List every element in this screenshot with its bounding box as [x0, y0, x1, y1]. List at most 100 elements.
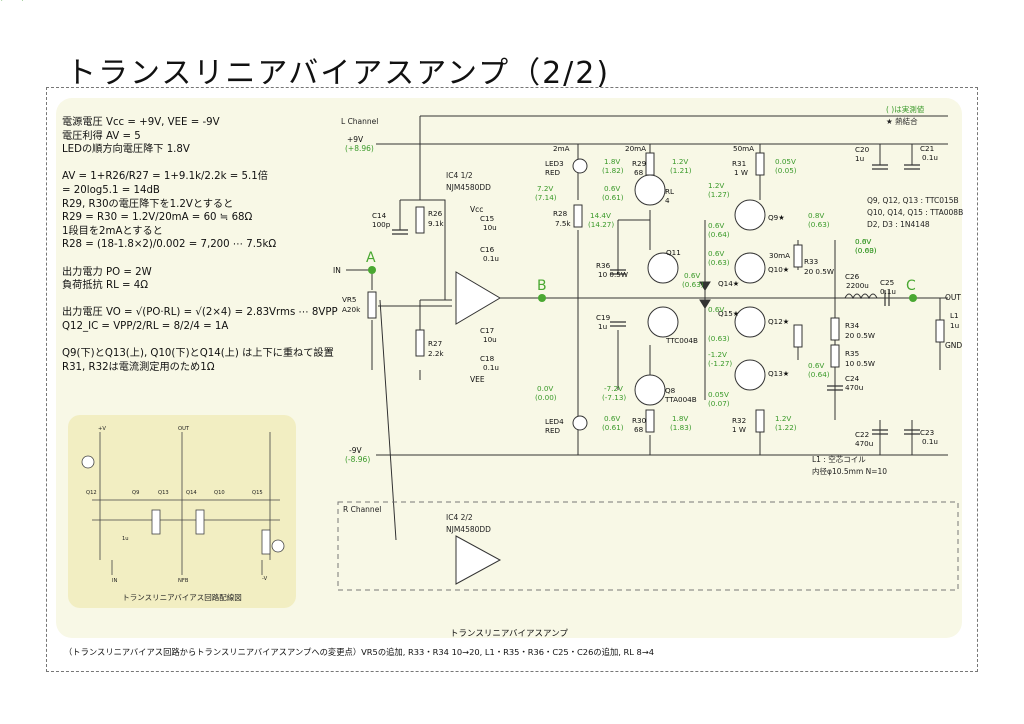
component-label: 100p — [372, 220, 391, 229]
r-channel-label: R Channel — [343, 505, 382, 514]
node-c-label: C — [906, 278, 916, 294]
resistor-r33 — [793, 244, 803, 268]
node-labels: A B C — [366, 250, 916, 294]
voltage-labels: 1.8V(1.82)1.2V(1.21)0.05V(0.05)7.2V(7.14… — [0, 0, 877, 432]
component-label: LED4 — [545, 417, 564, 426]
inset-label: Q9 — [132, 490, 139, 496]
component-label: Q14★ — [718, 279, 739, 288]
voltage-label: (0.63) — [808, 220, 830, 229]
note-line: 出力電力 PO = 2W — [62, 266, 152, 278]
inset-label: OUT — [178, 426, 190, 432]
cap-c23 — [872, 429, 888, 435]
voltage-label: 0.8V — [808, 211, 824, 220]
component-label: 20 0.5W — [845, 331, 875, 340]
cap-c20 — [610, 321, 626, 327]
component-label: 0.1u — [922, 437, 938, 446]
voltage-label: 7.2V — [537, 184, 553, 193]
component-label: R33 — [804, 257, 818, 266]
transistor-q11 — [634, 374, 666, 406]
component-label: R35 — [845, 349, 859, 358]
cap-c26 — [884, 290, 890, 306]
part-line: Q10, Q14, Q15 : TTA008B — [867, 208, 964, 217]
inset-label: -V — [262, 576, 268, 582]
component-label: RED — [545, 426, 561, 435]
transistor-q13 — [734, 252, 766, 284]
svg-text:Vcc: Vcc — [470, 205, 483, 214]
resistor-rl — [935, 319, 945, 343]
coil-line: L1 : 空芯コイル — [812, 455, 866, 464]
voltage-label: 0.05V — [708, 390, 729, 399]
voltage-label: (-1.27) — [708, 359, 732, 368]
inset-label: NFB — [178, 578, 189, 584]
component-label: 0.1u — [880, 287, 896, 296]
diodes — [699, 281, 711, 309]
node-b-label: B — [537, 278, 547, 294]
node-markers — [368, 266, 917, 302]
inset-label: IN — [112, 578, 118, 584]
legend-measured: ( )は実測値 — [886, 105, 925, 114]
parts-list: Q9, Q12, Q13 : TTC015B Q10, Q14, Q15 : TT… — [867, 195, 963, 231]
component-label: 50mA — [733, 144, 754, 153]
component-label: R30 — [632, 416, 647, 425]
led4 — [572, 415, 588, 431]
component-label: A20k — [342, 305, 361, 314]
note-line: 電源電圧 Vcc = +9V, VEE = -9V — [62, 117, 220, 128]
note-line: = 20log5.1 = 14dB — [62, 184, 160, 196]
component-labels: C14100pR269.1kR272.2kVR5A20kC1510uC160.1… — [0, 0, 959, 448]
rail-labels: +9V (+8.96) -9V (-8.96) IN OUT GND Vcc V… — [333, 135, 962, 464]
note-line: R31, R32は電流測定用のため1Ω — [62, 361, 215, 373]
inset-label: Q14 — [186, 490, 197, 496]
component-label: C18 — [480, 354, 495, 363]
svg-text:(-8.96): (-8.96) — [345, 455, 370, 464]
voltage-label: (0.64) — [808, 370, 830, 379]
component-label: 20 0.5W — [804, 267, 834, 276]
voltage-label: (0.63) — [708, 258, 730, 267]
part-line: Q9, Q12, Q13 : TTC015B — [867, 196, 959, 205]
component-label: 7.5k — [555, 219, 571, 228]
inset-label: Q13 — [158, 490, 169, 496]
inset-label: Q12 — [86, 490, 97, 496]
note-line: LEDの順方向電圧降下 1.8V — [62, 144, 190, 156]
voltage-label: (14.27) — [588, 220, 614, 229]
component-label: VR5 — [342, 295, 356, 304]
component-label: C19 — [596, 313, 611, 322]
component-label: 10u — [483, 335, 497, 344]
voltage-label: (0.64) — [708, 230, 730, 239]
inset-label: 1u — [122, 536, 129, 542]
component-label: C16 — [480, 245, 495, 254]
component-label: Q9★ — [768, 213, 785, 222]
cap-c19 — [610, 269, 626, 275]
voltage-label: (0.00) — [535, 393, 557, 402]
vr5 — [367, 291, 377, 319]
inductor-l1 — [844, 293, 878, 300]
node-b-dot — [538, 294, 546, 302]
part-line: D2, D3 : 1N4148 — [867, 220, 930, 229]
dashed-frame — [46, 87, 978, 672]
voltage-label: (0.63) — [682, 280, 704, 289]
component-label: 2.2k — [428, 349, 444, 358]
component-label: C14 — [372, 211, 387, 220]
transistor-q10 — [647, 306, 679, 338]
voltage-label: 1.2V — [708, 181, 724, 190]
cap-c22 — [904, 164, 920, 170]
component-label: 1u — [855, 154, 864, 163]
transistors — [572, 158, 766, 431]
node-c-dot — [909, 294, 917, 302]
note-line: 出力電圧 VO = √(PO·RL) = √(2×4) = 2.83Vrms ⋯… — [62, 307, 338, 319]
component-label: 0.1u — [922, 153, 938, 162]
component-label: TTC004B — [665, 336, 698, 345]
component-label: 0.1u — [483, 363, 499, 372]
note-line: Q12_IC = VPP/2/RL = 8/2/4 = 1A — [62, 320, 229, 332]
component-label: 470u — [855, 439, 873, 448]
transistor-q12 — [734, 199, 766, 231]
voltage-label: (1.27) — [708, 190, 730, 199]
r-channel-box — [337, 501, 959, 591]
opamp-ic4-2 — [455, 535, 502, 585]
note-line: Q9(下)とQ13(上), Q10(下)とQ14(上) は上下に重ねて設置 — [62, 348, 334, 360]
inset-caption: トランスリニアバイアス回路配線図 — [122, 593, 242, 602]
voltage-label: 0.6V — [708, 249, 724, 258]
voltage-label: (0.61) — [602, 193, 624, 202]
note-line: R29 = R30 = 1.2V/20mA = 60 ≒ 68Ω — [62, 212, 253, 224]
